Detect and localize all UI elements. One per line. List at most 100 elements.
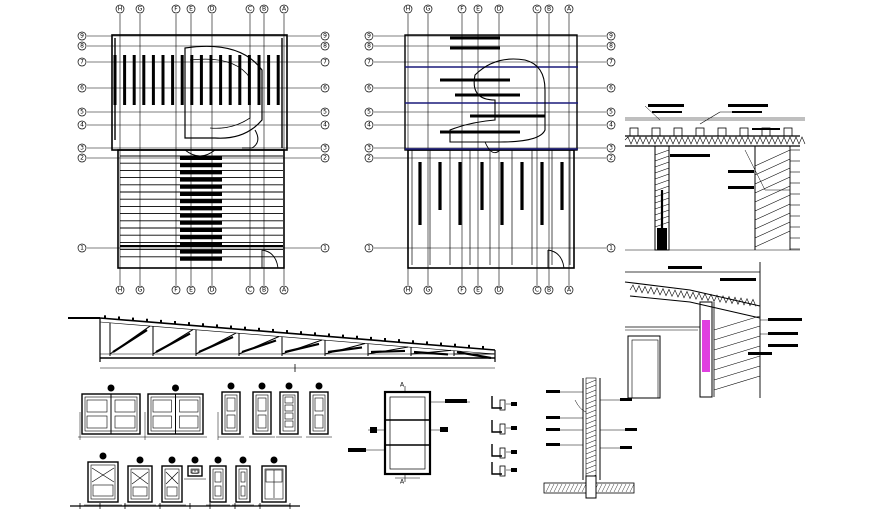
right-plan-row-right-3-label: 3 bbox=[609, 145, 613, 152]
left-plan-col-bottom-b: B bbox=[259, 285, 269, 295]
left-plan-row-left-2-label: 2 bbox=[80, 155, 84, 162]
left-plan-row-right-7: 7 bbox=[320, 57, 330, 67]
left-plan-col-bottom-g: G bbox=[135, 285, 145, 295]
right-plan-row-left-1-label: 1 bbox=[367, 245, 371, 252]
right-plan-col-bottom-c: C bbox=[532, 285, 542, 295]
left-plan-col-top-a-label: A bbox=[282, 6, 287, 13]
right-plan-col-bottom-e: E bbox=[473, 285, 483, 295]
door-elevation-9 bbox=[158, 456, 186, 506]
left-plan-row-right-6: 6 bbox=[320, 83, 330, 93]
left-plan-row-left-1: 1 bbox=[77, 243, 87, 253]
left-plan-row-left-3-label: 3 bbox=[80, 145, 84, 152]
left-plan-col-top-g-label: G bbox=[138, 6, 143, 13]
right-plan-col-top-b: B bbox=[544, 4, 554, 14]
door-elevation-10 bbox=[184, 456, 206, 480]
left-plan-row-left-1-label: 1 bbox=[80, 245, 84, 252]
left-plan-col-bottom-a-label: A bbox=[282, 287, 287, 294]
right-plan-col-top-a: A bbox=[564, 4, 574, 14]
door-elevation-8 bbox=[124, 456, 156, 506]
right-plan-col-bottom-d-label: D bbox=[497, 287, 502, 294]
roof-truss-elevation bbox=[68, 315, 496, 372]
left-plan-col-top-f: F bbox=[171, 4, 181, 14]
right-plan-col-bottom-h: H bbox=[403, 285, 413, 295]
left-plan-col-bottom-c-label: C bbox=[248, 287, 252, 294]
right-plan-row-right-8: 8 bbox=[606, 41, 616, 51]
eave-detail-bottom bbox=[624, 262, 802, 399]
left-plan-row-left-4: 4 bbox=[77, 120, 87, 130]
section-marker-top: A bbox=[400, 382, 405, 389]
door-elevation-13 bbox=[258, 456, 290, 506]
left-plan-col-bottom-e-label: E bbox=[189, 287, 193, 294]
left-plan-row-left-4-label: 4 bbox=[80, 122, 84, 129]
right-plan-row-left-4-label: 4 bbox=[367, 122, 371, 129]
right-plan-row-left-4: 4 bbox=[364, 120, 374, 130]
right-plan-col-top-e: E bbox=[473, 4, 483, 14]
right-plan-col-top-g: G bbox=[423, 4, 433, 14]
right-plan-row-right-7: 7 bbox=[606, 57, 616, 67]
left-plan-row-left-8: 8 bbox=[77, 41, 87, 51]
left-plan-col-bottom-d-label: D bbox=[210, 287, 215, 294]
left-plan-row-right-5-label: 5 bbox=[323, 109, 327, 116]
right-plan-col-bottom-a: A bbox=[564, 285, 574, 295]
right-plan-col-bottom-a-label: A bbox=[567, 287, 572, 294]
right-plan-row-left-9: 9 bbox=[364, 31, 374, 41]
hardware-detail-4 bbox=[491, 462, 517, 477]
right-plan-row-left-3: 3 bbox=[364, 143, 374, 153]
left-plan-row-left-3: 3 bbox=[77, 143, 87, 153]
right-plan-col-top-e-label: E bbox=[476, 6, 480, 13]
right-plan-row-right-8-label: 8 bbox=[609, 43, 613, 50]
eave-detail-top bbox=[624, 104, 806, 251]
right-plan-col-top-h: H bbox=[403, 4, 413, 14]
right-plan-row-right-1: 1 bbox=[606, 243, 616, 253]
left-plan-row-left-5-label: 5 bbox=[80, 109, 84, 116]
right-plan-row-right-1-label: 1 bbox=[609, 245, 613, 252]
right-plan-row-right-2: 2 bbox=[606, 153, 616, 163]
right-plan-col-top-f: F bbox=[457, 4, 467, 14]
hardware-detail-1 bbox=[491, 396, 517, 411]
right-plan-col-top-f-label: F bbox=[460, 6, 464, 13]
left-plan-row-left-7-label: 7 bbox=[80, 59, 84, 66]
left-plan-col-bottom-d: D bbox=[207, 285, 217, 295]
right-plan-col-bottom-e-label: E bbox=[476, 287, 480, 294]
door-elevation-3 bbox=[218, 382, 244, 438]
left-plan-col-top-c: C bbox=[245, 4, 255, 14]
right-plan-col-top-b-label: B bbox=[547, 6, 551, 13]
door-elevation-1 bbox=[78, 384, 144, 438]
section-marker-bottom: A bbox=[400, 479, 405, 486]
left-plan-col-bottom-f-label: F bbox=[174, 287, 178, 294]
right-plan-col-bottom-c-label: C bbox=[535, 287, 539, 294]
door-elevation-11 bbox=[206, 456, 230, 506]
roof-plan-left bbox=[87, 14, 320, 285]
hardware-detail-3 bbox=[491, 444, 517, 459]
right-plan-row-left-8-label: 8 bbox=[367, 43, 371, 50]
right-plan-row-right-2-label: 2 bbox=[609, 155, 613, 162]
left-plan-row-right-7-label: 7 bbox=[323, 59, 327, 66]
left-plan-col-bottom-h: H bbox=[115, 285, 125, 295]
right-plan-row-left-1: 1 bbox=[364, 243, 374, 253]
right-plan-col-top-c-label: C bbox=[535, 6, 539, 13]
right-plan-row-right-6: 6 bbox=[606, 83, 616, 93]
door-elevation-4 bbox=[249, 382, 275, 438]
left-plan-row-left-7: 7 bbox=[77, 57, 87, 67]
left-plan-col-bottom-e: E bbox=[186, 285, 196, 295]
left-plan-row-left-9-label: 9 bbox=[80, 33, 84, 40]
left-plan-col-bottom-g-label: G bbox=[138, 287, 143, 294]
left-plan-col-bottom-h-label: H bbox=[118, 287, 123, 294]
left-plan-col-top-d-label: D bbox=[210, 6, 215, 13]
left-plan-row-right-1: 1 bbox=[320, 243, 330, 253]
right-plan-col-bottom-g-label: G bbox=[426, 287, 431, 294]
window-detail: A A bbox=[348, 382, 470, 486]
left-plan-col-top-h-label: H bbox=[118, 6, 123, 13]
left-plan-row-right-3-label: 3 bbox=[323, 145, 327, 152]
right-plan-row-right-7-label: 7 bbox=[609, 59, 613, 66]
right-plan-row-left-6-label: 6 bbox=[367, 85, 371, 92]
left-plan-row-right-2: 2 bbox=[320, 153, 330, 163]
left-plan-row-right-9: 9 bbox=[320, 31, 330, 41]
left-plan-col-top-a: A bbox=[279, 4, 289, 14]
right-plan-row-right-9: 9 bbox=[606, 31, 616, 41]
left-plan-col-bottom-f: F bbox=[171, 285, 181, 295]
left-plan-col-top-h: H bbox=[115, 4, 125, 14]
right-plan-row-left-3-label: 3 bbox=[367, 145, 371, 152]
door-elevation-12 bbox=[232, 456, 254, 506]
right-plan-row-right-4: 4 bbox=[606, 120, 616, 130]
